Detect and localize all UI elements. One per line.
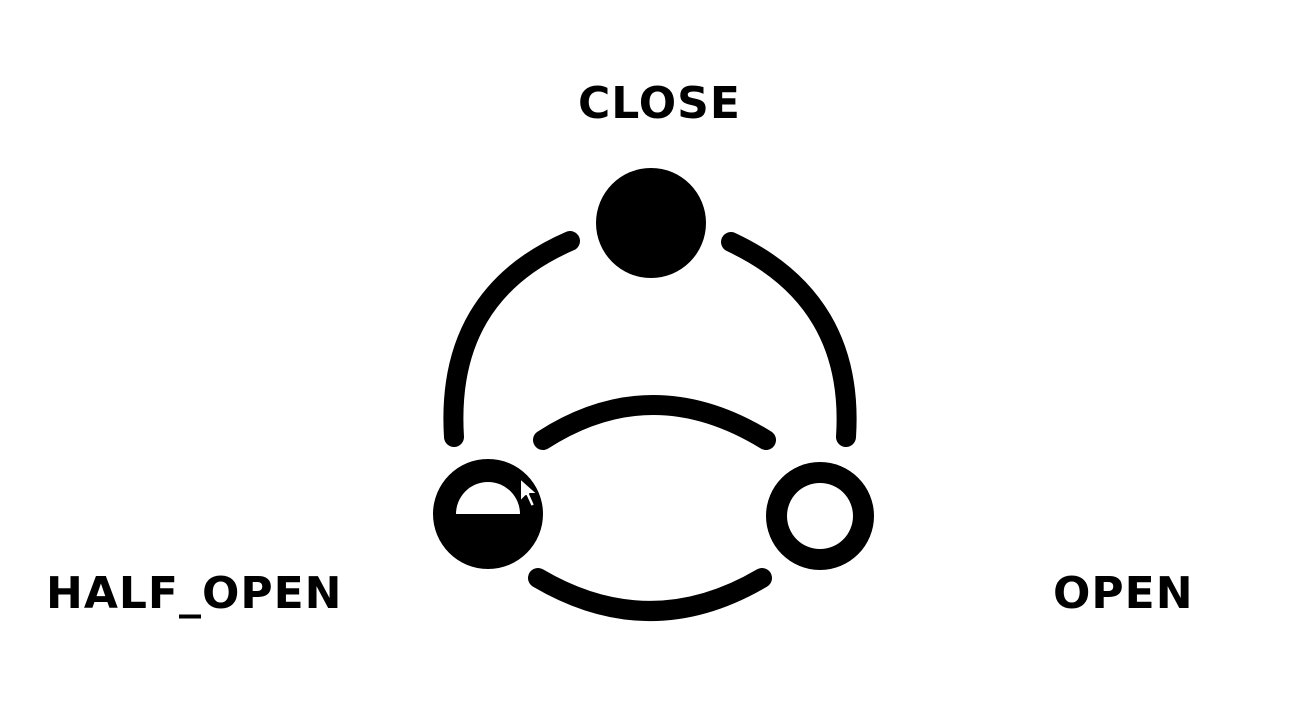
transition-arc-lower-inner xyxy=(528,568,772,621)
hollow-circle-icon xyxy=(766,462,874,570)
half-open-state-label: HALF_OPEN xyxy=(46,568,343,619)
transition-arc-upper-inner xyxy=(533,395,776,450)
transition-arc-close-to-open xyxy=(721,232,857,447)
half-filled-circle-icon xyxy=(433,459,543,569)
mouse-pointer-icon xyxy=(519,477,539,508)
close-state-label: CLOSE xyxy=(578,78,741,129)
transition-arc-half-open-to-close xyxy=(443,231,580,447)
open-state-label: OPEN xyxy=(1053,568,1194,619)
filled-circle-icon xyxy=(596,168,706,278)
